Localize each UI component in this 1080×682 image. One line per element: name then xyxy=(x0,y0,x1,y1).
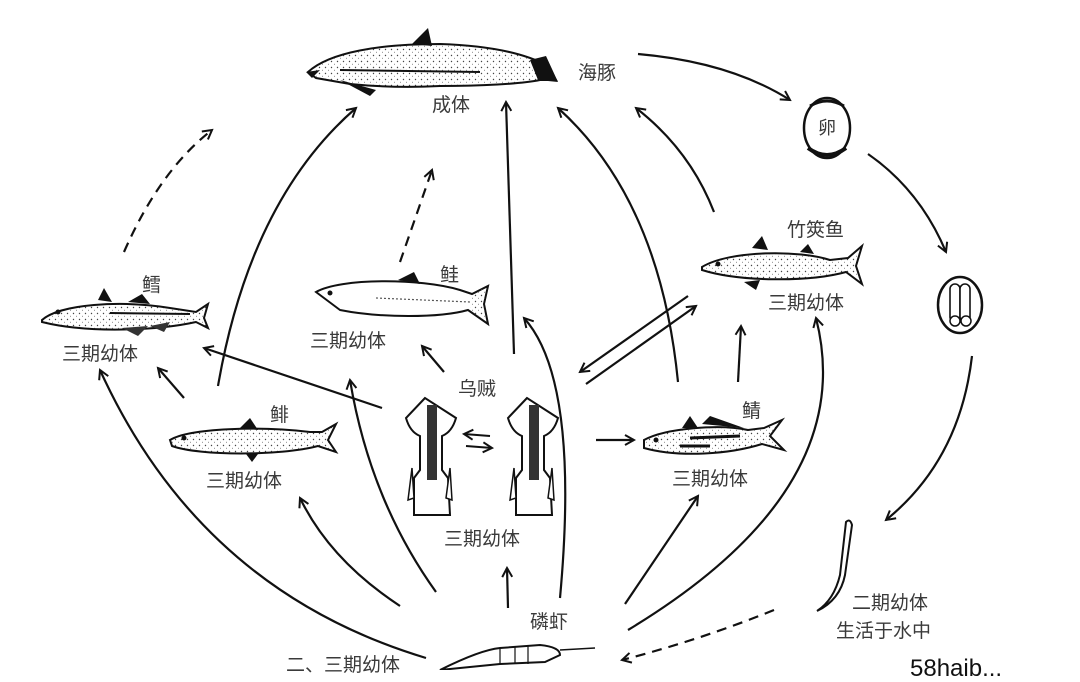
arrow-horse-mackerel-to-dolphin xyxy=(558,108,680,383)
label-larva-habitat: 生活于水中 xyxy=(836,620,932,642)
arrow-krill-to-cod xyxy=(100,370,427,660)
label-egg: 卵 xyxy=(818,118,836,139)
label-horse-mackerel-stage: 三期幼体 xyxy=(672,468,749,490)
label-squid-name: 乌贼 xyxy=(458,378,497,400)
embryo-drawing xyxy=(936,275,984,335)
arrow-krill-to-salmon xyxy=(524,318,567,599)
larva-drawing xyxy=(816,519,854,612)
label-horse-mackerel-name: 鲭 xyxy=(742,400,762,422)
arrow-squid-to-mackerel xyxy=(585,306,696,385)
arrow-krill-to-squid-stage xyxy=(507,568,508,609)
arrow-squid-to-dolphin xyxy=(506,102,516,355)
arrow-embryo-to-larva xyxy=(886,355,974,520)
label-cod-stage: 三期幼体 xyxy=(62,343,139,365)
label-dolphin-stage: 成体 xyxy=(432,94,471,116)
arrow-squid-exchange-right xyxy=(465,446,492,448)
cod-drawing xyxy=(41,288,210,336)
label-squid-stage: 三期幼体 xyxy=(444,528,521,550)
arrow-krill-to-mackerel xyxy=(627,318,825,631)
arrow-squid-to-salmon xyxy=(422,346,445,373)
label-salmon-stage: 三期幼体 xyxy=(310,330,387,352)
label-cod-name: 鳕 xyxy=(142,274,162,296)
sardine-drawing xyxy=(168,418,339,462)
arrow-mackerel-to-squid xyxy=(580,295,689,372)
arrow-larva-to-krill xyxy=(622,608,775,660)
label-mackerel-name: 竹筴鱼 xyxy=(787,219,845,241)
squid-right-drawing xyxy=(506,396,560,516)
label-sardine-name: 鲱 xyxy=(270,404,290,426)
arrow-squid-exchange-left xyxy=(464,434,491,436)
arrow-squid-to-cod xyxy=(204,348,383,410)
egg-drawing xyxy=(802,96,852,160)
arrow-horse-mackerel-to-mackerel xyxy=(738,326,741,383)
label-larva-stage: 二期幼体 xyxy=(852,592,929,614)
arrow-sardine-to-dolphin xyxy=(216,108,356,387)
arrow-egg-to-embryo xyxy=(867,153,946,252)
squid-left-drawing xyxy=(404,396,458,516)
watermark: 58haib... xyxy=(910,655,1003,682)
label-mackerel-stage: 三期幼体 xyxy=(768,292,845,314)
label-dolphin-name: 海豚 xyxy=(578,62,617,84)
arrow-dolphin-to-egg xyxy=(637,52,790,100)
label-krill-name: 磷虾 xyxy=(530,611,569,633)
arrow-sardine-to-cod xyxy=(158,368,185,399)
arrow-krill-to-sardine xyxy=(300,498,401,607)
arrow-cod-to-dolphin xyxy=(122,130,212,253)
arrow-salmon-to-dolphin xyxy=(398,170,432,263)
label-salmon-name: 鲑 xyxy=(440,264,460,286)
arrow-krill-to-horse-mackerel xyxy=(624,496,698,605)
label-krill-stage: 二、三期幼体 xyxy=(286,654,401,676)
dolphin-drawing xyxy=(306,28,558,96)
mackerel-drawing xyxy=(701,236,864,290)
arrow-mackerel-to-dolphin xyxy=(636,108,716,213)
label-sardine-stage: 三期幼体 xyxy=(206,470,283,492)
salmon-drawing xyxy=(314,272,490,327)
arrow-krill-side-1 xyxy=(350,380,437,593)
horse-mackerel-drawing xyxy=(643,416,788,455)
krill-drawing xyxy=(439,643,596,670)
